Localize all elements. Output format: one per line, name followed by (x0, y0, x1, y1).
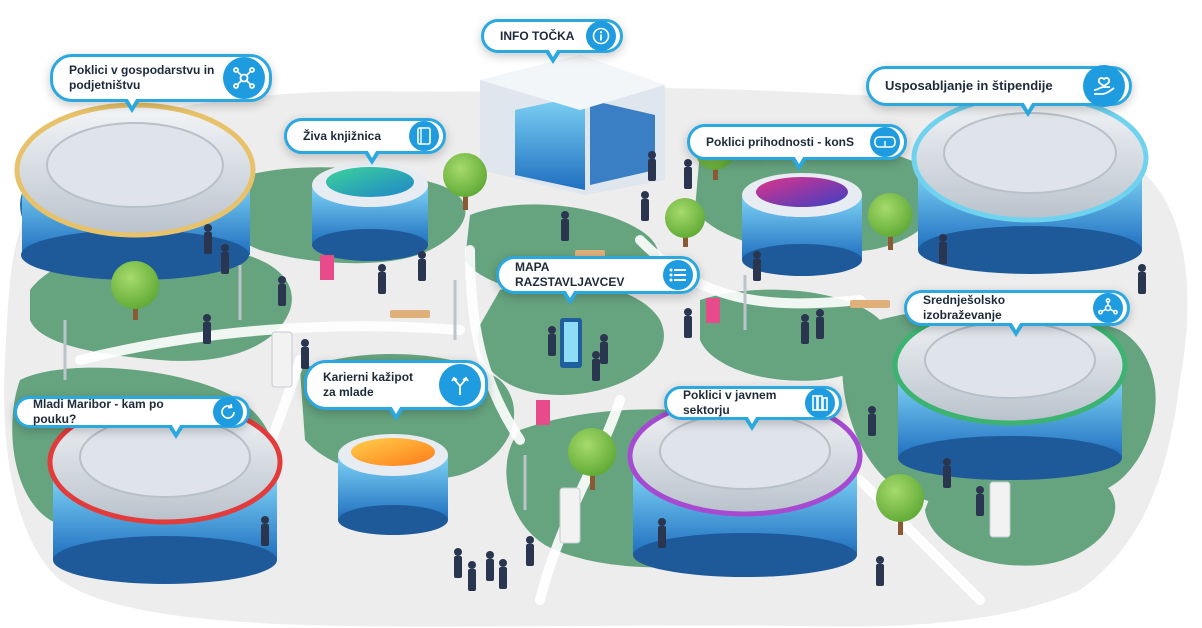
network-nodes-icon (1093, 293, 1123, 323)
callout-label: Mladi Maribor - kam po pouku? (33, 397, 164, 426)
pavilion-kazipot (338, 434, 448, 535)
stadium-stipendije (911, 93, 1149, 274)
refresh-icon (213, 397, 243, 427)
stadium-mladi (47, 399, 283, 584)
book-icon (409, 121, 439, 151)
info-icon (586, 21, 616, 51)
helping-hand-icon (1083, 65, 1125, 107)
stadium-gospodarstvo (14, 102, 256, 280)
callout-info-tocka[interactable]: INFO TOČKA (481, 19, 623, 64)
callout-poklici-prihodnosti[interactable]: Poklici prihodnosti - konS (687, 124, 907, 171)
callout-mapa-razstavljavcev[interactable]: MAPA RAZSTAVLJAVCEV (496, 256, 700, 305)
callout-label: INFO TOČKA (500, 28, 575, 43)
callout-label: Živa knjižnica (303, 128, 382, 143)
trees (111, 130, 924, 535)
callout-ziva-knjiznica[interactable]: Živa knjižnica (284, 118, 446, 165)
list-icon (663, 260, 693, 290)
street-lamps (63, 265, 747, 510)
benches (390, 250, 890, 318)
callout-label: Poklici v javnem sektorju (683, 388, 777, 417)
callout-karierni-kazipot[interactable]: Karierni kažipot za mlade (304, 360, 488, 421)
info-building (480, 55, 665, 195)
vr-goggles-icon (870, 127, 900, 157)
callout-srednjesolsko[interactable]: Srednješolsko izobraževanje (904, 290, 1130, 337)
pavilion-knjiznica (312, 163, 428, 261)
callout-gospodarstvo[interactable]: Poklici v gospodarstvu in podjetništvu (50, 54, 272, 113)
network-nodes-icon (223, 57, 265, 99)
callout-label: Srednješolsko izobraževanje (923, 293, 1006, 322)
split-arrows-icon (439, 364, 481, 406)
callout-label: Karierni kažipot za mlade (323, 370, 414, 399)
callout-label: Usposabljanje in štipendije (885, 77, 1053, 93)
info-kiosk (560, 318, 582, 368)
sign-columns (271, 331, 1011, 544)
callout-label: Poklici v gospodarstvu in podjetništvu (69, 63, 215, 92)
books-icon (805, 388, 835, 418)
callout-label: MAPA RAZSTAVLJAVCEV (515, 260, 625, 289)
callout-label: Poklici prihodnosti - konS (706, 134, 855, 149)
callout-javni-sektor[interactable]: Poklici v javnem sektorju (664, 386, 842, 431)
pavilion-prihodnost (742, 173, 862, 276)
direction-signs (320, 255, 720, 425)
visitors (203, 151, 1146, 591)
stadium-srednjesolsko (892, 304, 1128, 480)
callout-usposabljanje-stipendije[interactable]: Usposabljanje in štipendije (866, 65, 1132, 117)
callout-mladi-maribor[interactable]: Mladi Maribor - kam po pouku? (14, 396, 250, 439)
